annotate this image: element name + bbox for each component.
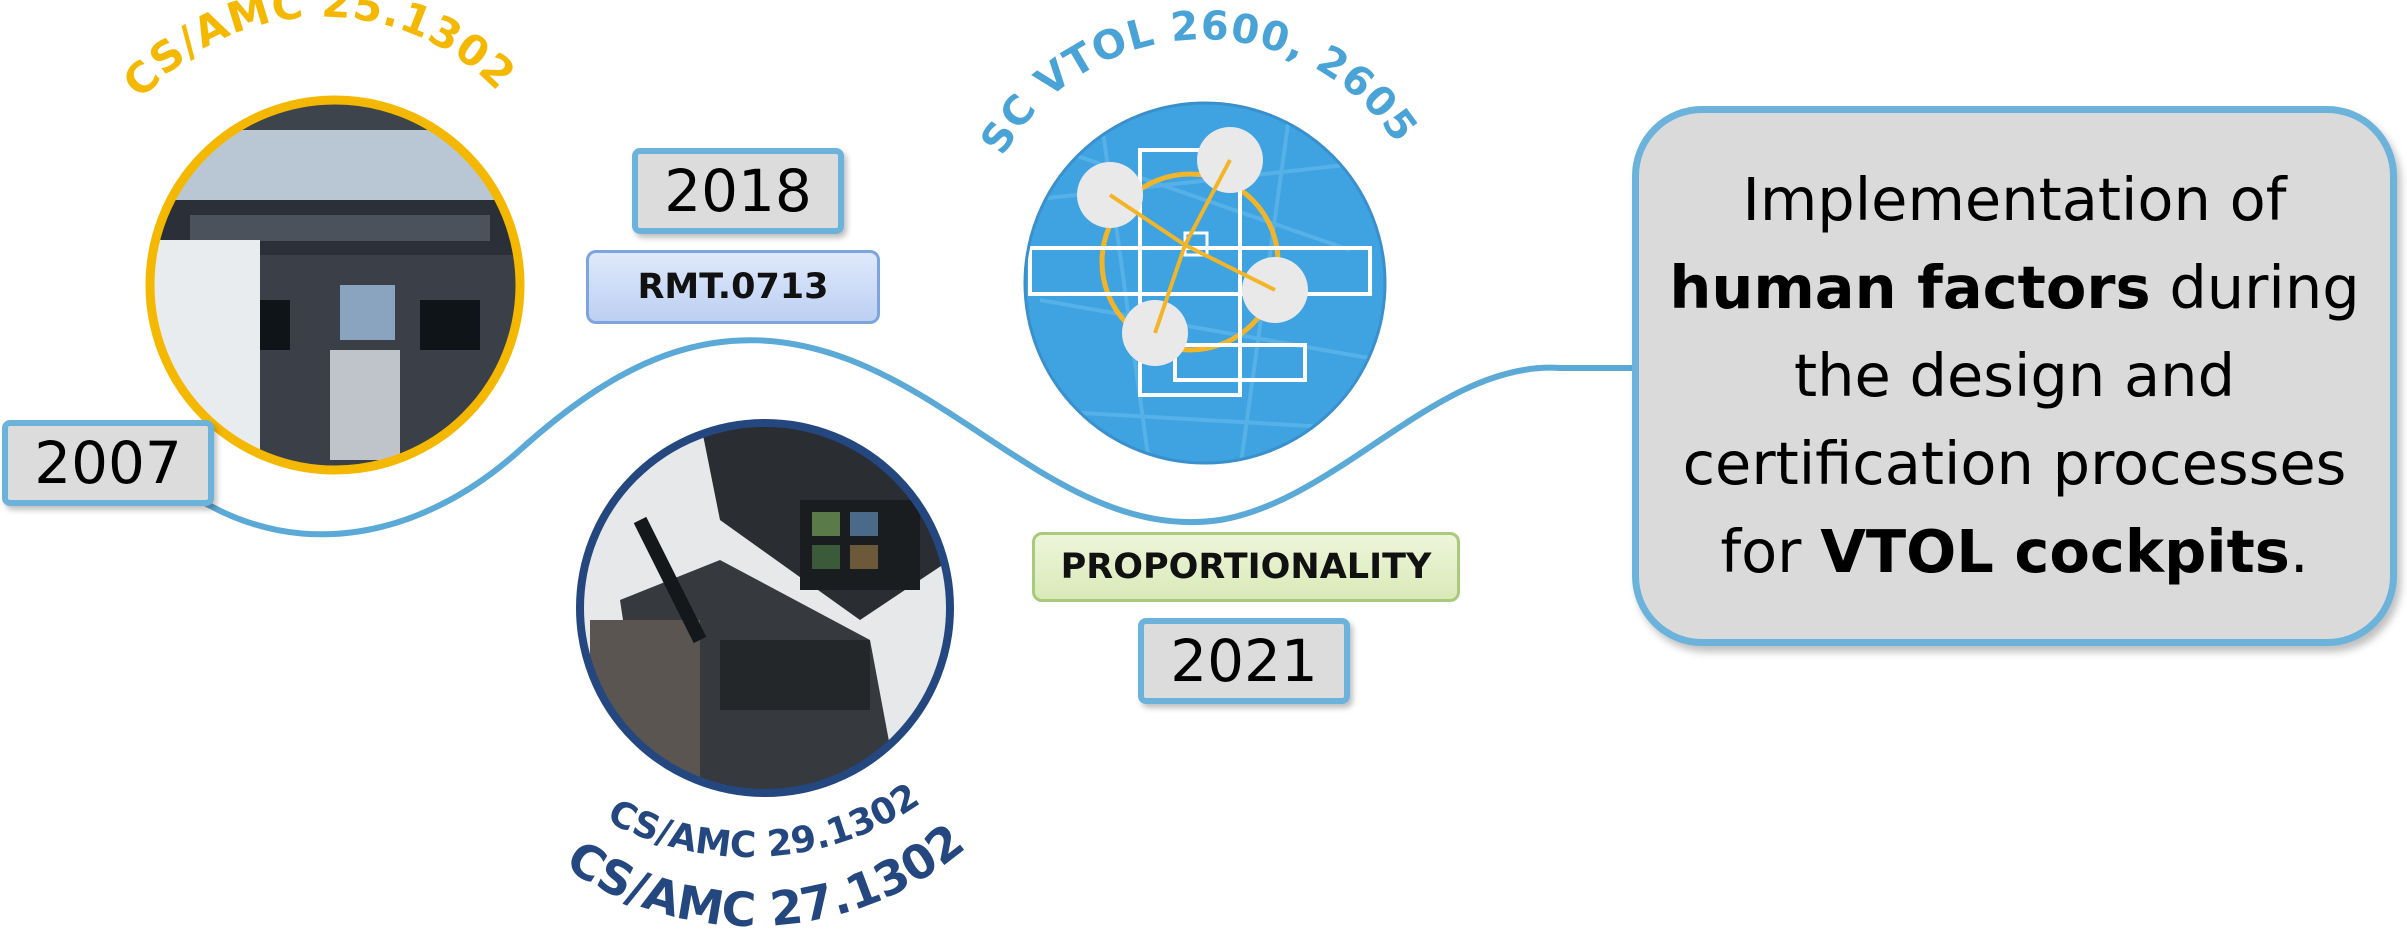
summary-line4: certification processes xyxy=(1682,429,2347,498)
cs25-label: CS/AMC 25.1302 xyxy=(113,0,525,107)
timeline-line xyxy=(198,337,1640,538)
summary-line3: the design and xyxy=(1793,341,2236,410)
year-2007: 2007 xyxy=(2,420,214,506)
summary-line5-pre: for xyxy=(1720,517,1821,586)
summary-line1: Implementation of xyxy=(1742,165,2287,234)
summary-line2-rest: during xyxy=(2150,253,2360,322)
tag-proportionality: PROPORTIONALITY xyxy=(1032,532,1460,602)
summary-callout: Implementation of human factors during t… xyxy=(1632,106,2397,646)
summary-bold-vtol-cockpits: VTOL cockpits xyxy=(1820,517,2290,586)
vtol-quadcopter-illustration xyxy=(1023,101,1387,465)
summary-bold-human-factors: human factors xyxy=(1669,253,2151,322)
summary-text: Implementation of human factors during t… xyxy=(1650,156,2380,596)
year-2021: 2021 xyxy=(1138,618,1350,704)
summary-line5-post: . xyxy=(2289,517,2309,586)
year-2018: 2018 xyxy=(632,148,844,234)
helicopter-cockpit-photo xyxy=(576,419,954,797)
tag-rmt-0713: RMT.0713 xyxy=(586,250,880,324)
